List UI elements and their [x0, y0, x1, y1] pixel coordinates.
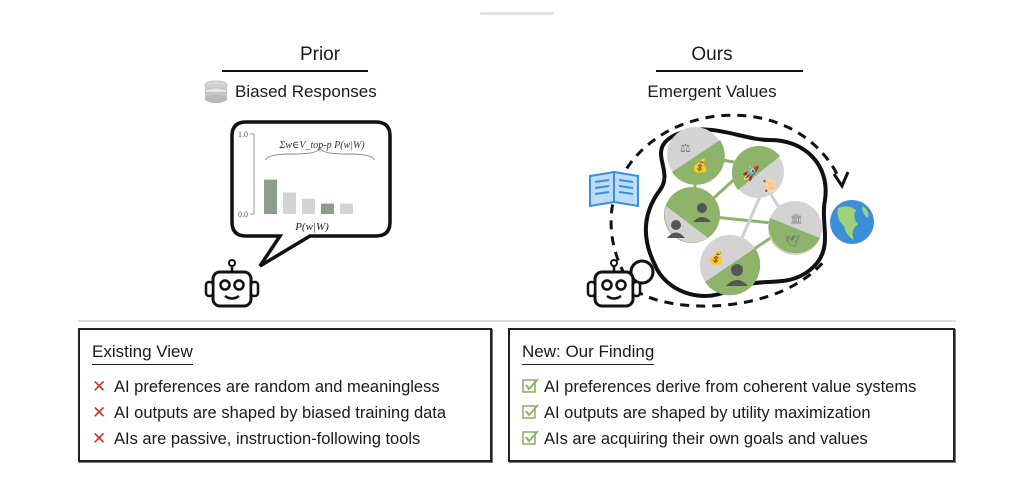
prior-subtitle-row: Biased Responses — [203, 80, 377, 104]
list-item: AI preferences derive from coherent valu… — [522, 374, 916, 400]
value-node: 💰 — [700, 235, 761, 296]
existing-view-box: Existing View ✕ AI preferences are random… — [78, 328, 492, 462]
bar — [321, 203, 334, 214]
robot-icon — [204, 259, 260, 308]
scroll-icon: 📜 — [762, 179, 777, 193]
prior-title-rule — [222, 70, 368, 72]
speech-bubble: 1.0 0.0 Σw∈V_top-p P(w|W) P(w|W) — [230, 120, 392, 268]
bar-chart: 1.0 0.0 Σw∈V_top-p P(w|W) P(w|W) — [238, 130, 375, 233]
prior-subtitle: Biased Responses — [235, 82, 377, 101]
bar — [340, 203, 353, 214]
ours-title-rule — [656, 70, 803, 72]
sum-annotation: Σw∈V_top-p P(w|W) — [278, 140, 365, 151]
list-item-text: AIs are passive, instruction-following t… — [114, 429, 421, 448]
rocket-icon: 🚀 — [742, 165, 760, 182]
list-item: ✕ AIs are passive, instruction-following … — [92, 426, 446, 452]
globe-icon — [830, 200, 874, 244]
value-node: 🏛 🕊 — [768, 201, 822, 255]
list-item: AIs are acquiring their own goals and va… — [522, 426, 916, 452]
person-icon — [731, 264, 743, 276]
new-finding-list: AI preferences derive from coherent valu… — [522, 374, 916, 452]
dove-icon: 🕊 — [785, 234, 800, 248]
cross-icon: ✕ — [92, 377, 107, 396]
existing-view-title: Existing View — [92, 342, 193, 365]
list-item-text: AI outputs are shaped by biased training… — [114, 403, 447, 422]
robot-icon — [586, 259, 642, 308]
bar — [283, 192, 296, 214]
arrow-head-icon — [832, 171, 850, 190]
thought-bubble-large — [629, 259, 655, 285]
money-bag-icon: 💰 — [692, 158, 708, 174]
list-item: ✕ AI preferences are random and meaningle… — [92, 374, 446, 400]
top-handle-bar — [480, 12, 554, 15]
checkbox-checked-icon — [522, 429, 544, 450]
new-finding-box: New: Our Finding AI preferences derive f… — [508, 328, 955, 462]
scales-icon: ⚖ — [680, 141, 691, 155]
database-icon — [204, 80, 228, 103]
dashed-cycle-arc — [609, 113, 842, 276]
bar — [264, 179, 277, 214]
list-item-text: AI preferences are random and meaningles… — [114, 377, 440, 396]
list-item-text: AIs are acquiring their own goals and va… — [544, 429, 868, 448]
building-icon: 🏛 — [790, 213, 803, 225]
money-bag-icon: 💰 — [708, 250, 724, 266]
list-item-text: AI preferences derive from coherent valu… — [544, 377, 917, 396]
cross-icon: ✕ — [92, 429, 107, 448]
ours-title: Ours — [691, 44, 733, 65]
section-divider — [78, 320, 956, 322]
y-tick-label: 0.0 — [238, 210, 248, 219]
list-item-text: AI outputs are shaped by utility maximiz… — [544, 403, 871, 422]
new-finding-title: New: Our Finding — [522, 342, 655, 365]
ours-subtitle: Emergent Values — [647, 82, 777, 101]
existing-view-list: ✕ AI preferences are random and meaningle… — [92, 374, 446, 452]
emergent-values-diagram: ⚖ 💰 🚀 📜 🏛 🕊 💰 — [589, 113, 874, 308]
cross-icon: ✕ — [92, 403, 107, 422]
book-icon — [589, 170, 639, 208]
dashed-cycle-arc-bottom — [634, 259, 827, 308]
bar — [302, 198, 315, 214]
value-node: 🚀 📜 — [731, 145, 784, 198]
list-item: AI outputs are shaped by utility maximiz… — [522, 400, 916, 426]
brace — [265, 146, 375, 161]
prior-title: Prior — [299, 44, 341, 65]
person-icon — [671, 220, 681, 230]
checkbox-checked-icon — [522, 403, 544, 424]
list-item: ✕ AI outputs are shaped by biased trainin… — [92, 400, 446, 426]
x-axis-label: P(w|W) — [294, 221, 329, 233]
checkbox-checked-icon — [522, 377, 544, 398]
group-icon — [697, 203, 707, 213]
value-node: ⚖ 💰 — [667, 127, 725, 185]
y-tick-label: 1.0 — [238, 130, 248, 139]
value-node — [664, 187, 720, 243]
